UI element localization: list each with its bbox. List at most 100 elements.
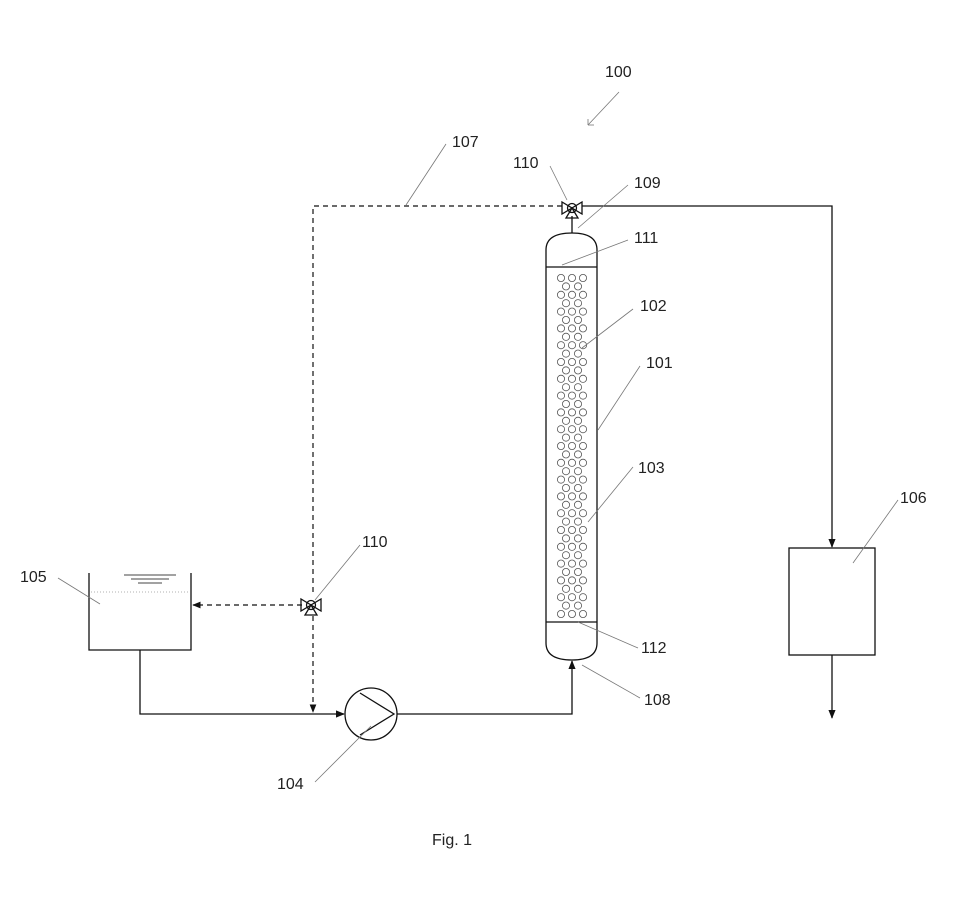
bead — [562, 416, 571, 425]
bead — [574, 299, 583, 308]
bead — [574, 450, 583, 459]
bead — [557, 341, 566, 350]
bead — [574, 601, 583, 610]
label-105: 105 — [20, 569, 47, 586]
bead — [562, 551, 571, 560]
bead — [579, 492, 588, 501]
bead — [568, 610, 577, 619]
bead — [574, 483, 583, 492]
bead — [568, 593, 577, 602]
bead — [562, 500, 571, 509]
bead — [579, 324, 588, 333]
bead — [557, 391, 566, 400]
bead — [574, 568, 583, 577]
label-104: 104 — [277, 776, 304, 793]
leader-lines — [57, 91, 899, 783]
bead — [568, 441, 577, 450]
bead — [557, 374, 566, 383]
bead — [568, 475, 577, 484]
bead — [579, 408, 588, 417]
bead — [557, 542, 566, 551]
bead — [568, 307, 577, 316]
bead — [579, 526, 588, 535]
bead — [579, 374, 588, 383]
bead — [562, 332, 571, 341]
label-111: 111 — [634, 230, 658, 247]
figure-caption: Fig. 1 — [432, 832, 472, 849]
bead — [574, 584, 583, 593]
bead — [568, 391, 577, 400]
recycle-line — [312, 205, 562, 594]
bead — [568, 341, 577, 350]
bead — [579, 290, 588, 299]
bead — [574, 366, 583, 375]
bead — [579, 593, 588, 602]
bead — [562, 383, 571, 392]
bead — [557, 408, 566, 417]
bead — [568, 576, 577, 585]
bead — [579, 425, 588, 434]
bead — [574, 349, 583, 358]
bead — [574, 433, 583, 442]
bead — [574, 399, 583, 408]
bead — [557, 576, 566, 585]
bead — [562, 349, 571, 358]
label-106: 106 — [900, 490, 927, 507]
bead — [557, 559, 566, 568]
bead — [557, 425, 566, 434]
column — [545, 232, 598, 661]
bead — [574, 332, 583, 341]
label-100: 100 — [605, 64, 632, 81]
bead — [557, 324, 566, 333]
bead — [562, 584, 571, 593]
bead — [574, 282, 583, 291]
bead — [579, 542, 588, 551]
bead — [557, 593, 566, 602]
bead — [579, 576, 588, 585]
bead — [562, 315, 571, 324]
bead — [557, 290, 566, 299]
bead — [557, 610, 566, 619]
label-110-top: 110 — [513, 155, 539, 172]
labels: 100 107 110 109 111 102 101 103 106 110 … — [20, 64, 927, 793]
bead — [562, 568, 571, 577]
bead — [557, 475, 566, 484]
bead — [568, 290, 577, 299]
bead — [562, 601, 571, 610]
bead — [557, 441, 566, 450]
valve-left — [300, 597, 322, 616]
bead — [568, 492, 577, 501]
bead — [568, 357, 577, 366]
bead — [574, 467, 583, 476]
bead — [562, 282, 571, 291]
bead — [574, 383, 583, 392]
feed-line — [139, 650, 345, 718]
bead — [562, 299, 571, 308]
bead — [579, 458, 588, 467]
bead — [579, 610, 588, 619]
valve-top — [561, 200, 583, 219]
bead — [568, 542, 577, 551]
bead — [562, 534, 571, 543]
bead — [557, 492, 566, 501]
bead — [557, 458, 566, 467]
bead — [562, 366, 571, 375]
bead — [562, 399, 571, 408]
bead — [568, 509, 577, 518]
bead — [574, 551, 583, 560]
bead — [568, 374, 577, 383]
label-112: 112 — [641, 640, 667, 657]
bead — [562, 450, 571, 459]
label-101: 101 — [646, 355, 673, 372]
bead — [579, 391, 588, 400]
bead — [568, 273, 577, 282]
product-line — [582, 205, 836, 548]
bead — [562, 467, 571, 476]
bead — [562, 517, 571, 526]
bead — [574, 534, 583, 543]
bead — [579, 273, 588, 282]
bead — [574, 315, 583, 324]
bead — [568, 425, 577, 434]
bead — [562, 433, 571, 442]
